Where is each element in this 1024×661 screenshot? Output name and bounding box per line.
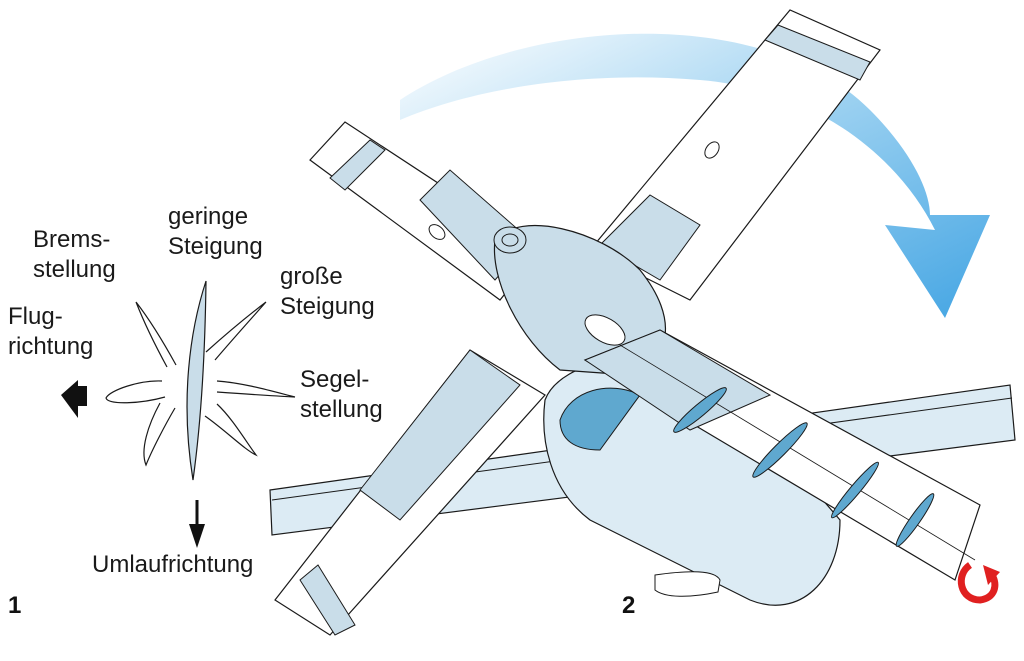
figure-number-2: 2 [622,592,636,619]
rotation-direction-arrow [400,33,990,319]
flugrichtung-arrow [61,380,87,418]
blade-rotation-red-arrow-icon [957,562,1000,604]
blade-bremsstellung [105,301,296,467]
propeller-blade-lower-left [274,349,546,636]
label-flugrichtung: Flug-richtung [8,303,94,360]
blade-geringe-steigung [186,280,207,481]
propeller-hub [493,225,666,376]
label-brems: Brems-stellung [33,226,116,283]
label-umlaufrichtung: Umlaufrichtung [92,551,254,578]
propeller-blade-lower-right [583,329,981,581]
umlaufrichtung-arrow [189,500,205,548]
label-segelstellung: Segel-stellung [300,366,383,423]
figure-number-1: 1 [8,592,22,619]
